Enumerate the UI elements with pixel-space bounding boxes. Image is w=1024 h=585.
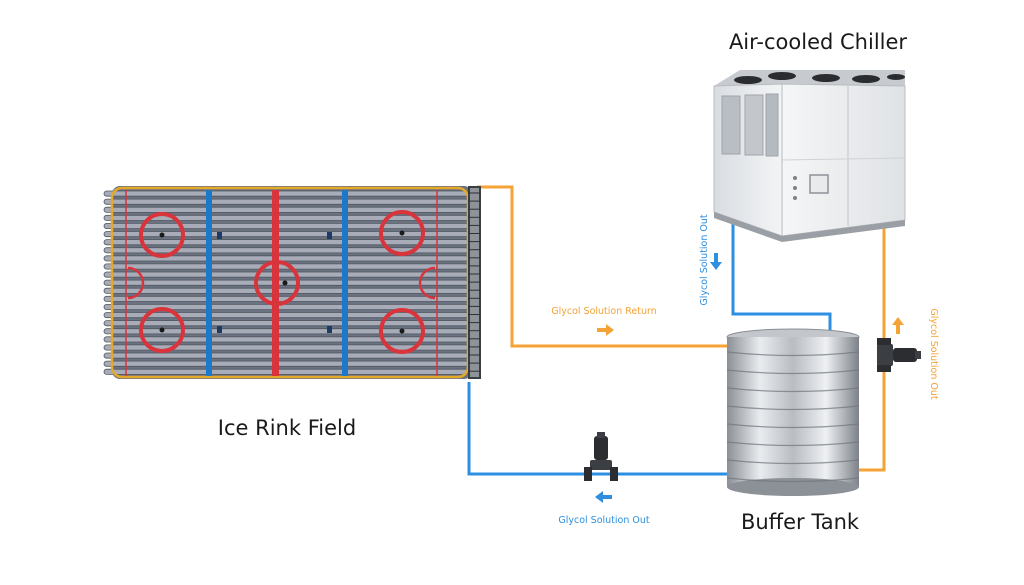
cooling-tube [103,336,469,343]
tank-rib [726,369,860,375]
tank-rib [726,459,860,465]
out-bottom-label: Glycol Solution Out [558,515,650,526]
tank-rib [726,351,860,357]
out-right-label: Glycol Solution Out [928,308,939,400]
out-chiller-label: Glycol Solution Out [699,214,710,306]
cooling-tube [103,198,469,205]
cooling-tube [103,368,469,375]
rink-neutral-dots [217,232,332,333]
rink-center-line [272,190,279,376]
rink-crease-right [418,266,436,300]
chiller-fans [734,72,905,84]
supply-pipe-chiller-to-tank [731,216,832,336]
pump-bottom [584,432,618,481]
cooling-tube [103,206,469,213]
cooling-tube [103,271,469,278]
tank-bottom [727,478,859,496]
cooling-tube [103,231,469,238]
chiller-unit [713,70,906,242]
tank-rib [726,405,860,411]
arrow-up-icon [892,317,904,334]
chiller-front-grille [721,93,779,157]
cooling-tube [103,239,469,246]
tank-rib [726,477,860,483]
rink-label: Ice Rink Field [218,416,356,440]
buffer-tank [726,328,860,496]
pump-icon [594,436,608,460]
cooling-tube [103,352,469,359]
chiller-control-panel [809,174,829,194]
rink-blue-line-right [342,190,348,376]
rink-manifold-ticks [468,192,481,372]
cooling-tube [103,320,469,327]
return-pipe-tank-to-chiller [853,222,886,472]
ice-rink-field [103,186,481,379]
rink-crease-left [127,266,145,300]
tank-rib [726,441,860,447]
tank-rib [726,387,860,393]
cooling-tube [103,190,469,197]
pipe-network [467,185,886,476]
pump-right [877,338,921,372]
return-pipe-rink-to-tank [477,185,735,348]
cooling-tube [103,287,469,294]
supply-pipe-tank-to-rink [467,382,735,476]
arrow-right-icon [597,324,614,336]
arrow-left-icon [595,491,612,503]
tank-body [727,337,859,487]
return-flow-label: Glycol Solution Return [551,306,657,317]
cooling-tube [103,328,469,335]
rink-blue-line-left [206,190,212,376]
rink-faceoff-dots [159,230,405,334]
tank-ribs [726,351,860,483]
cooling-tube [103,222,469,229]
tank-rib [726,423,860,429]
rink-faceoff-circles [139,210,425,354]
chiller-base [714,212,905,242]
cooling-tube [103,360,469,367]
arrow-down-icon [710,253,722,270]
pump-icon [893,348,917,362]
tank-label: Buffer Tank [741,510,860,534]
chiller-label: Air-cooled Chiller [729,30,907,54]
